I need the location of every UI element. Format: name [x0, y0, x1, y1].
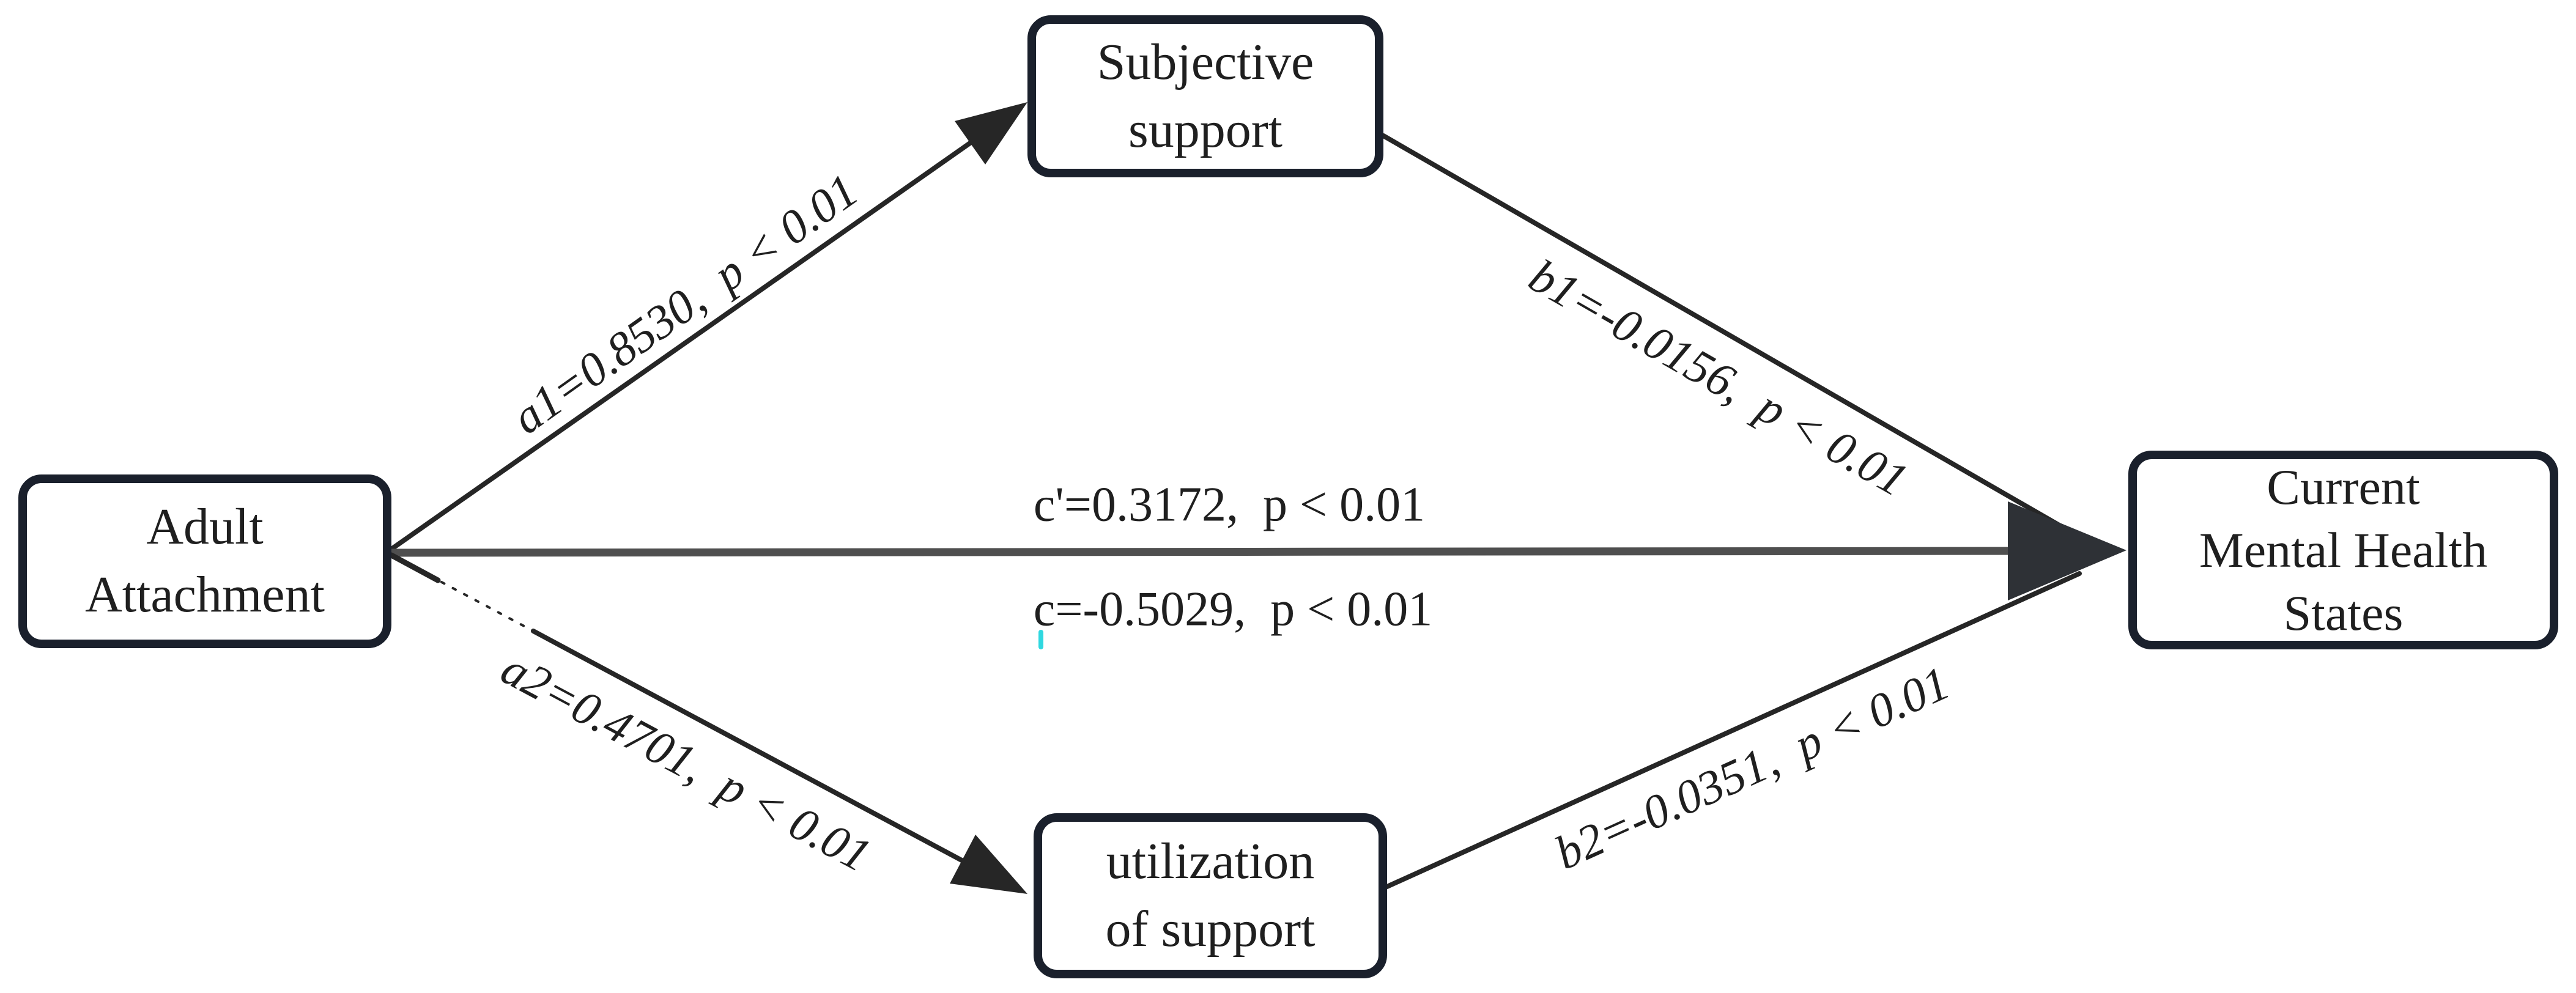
node-subjective-support: Subjective support [1027, 15, 1383, 177]
arrowhead-a1-icon [955, 102, 1027, 164]
node-label-line: Mental Health [2199, 522, 2488, 578]
arrow-a2-line [531, 629, 986, 874]
node-label-line: of support [1105, 901, 1316, 958]
node-label-line: support [1128, 101, 1282, 158]
arrow-c-line [391, 547, 2037, 557]
node-label-line: Attachment [85, 566, 325, 623]
path-label-c: c=-0.5029, p < 0.01 [1033, 582, 1433, 637]
arrowhead-a2-icon [950, 835, 1027, 894]
node-label-line: Adult [146, 498, 264, 556]
arrowhead-merged-icon [2008, 501, 2126, 600]
node-label-line: utilization [1106, 833, 1315, 890]
cyan-artifact-mark [1038, 630, 1043, 649]
arrow-a2-dotted-segment [440, 581, 535, 632]
path-label-c-prime: c'=0.3172, p < 0.01 [1033, 478, 1426, 532]
arrow-b1-line [1381, 133, 2082, 539]
arrow-b2-line [1385, 571, 2082, 889]
arrow-a2-stub [388, 552, 441, 583]
node-utilization-of-support: utilization of support [1034, 813, 1387, 978]
node-adult-attachment: Adult Attachment [18, 474, 391, 648]
node-label-line: Subjective [1097, 33, 1314, 90]
node-label-line: Current [2267, 459, 2420, 515]
node-current-mental-health-states: Current Mental Health States [2128, 451, 2558, 649]
arrow-a1-line [389, 132, 985, 552]
node-label-line: States [2283, 585, 2404, 641]
